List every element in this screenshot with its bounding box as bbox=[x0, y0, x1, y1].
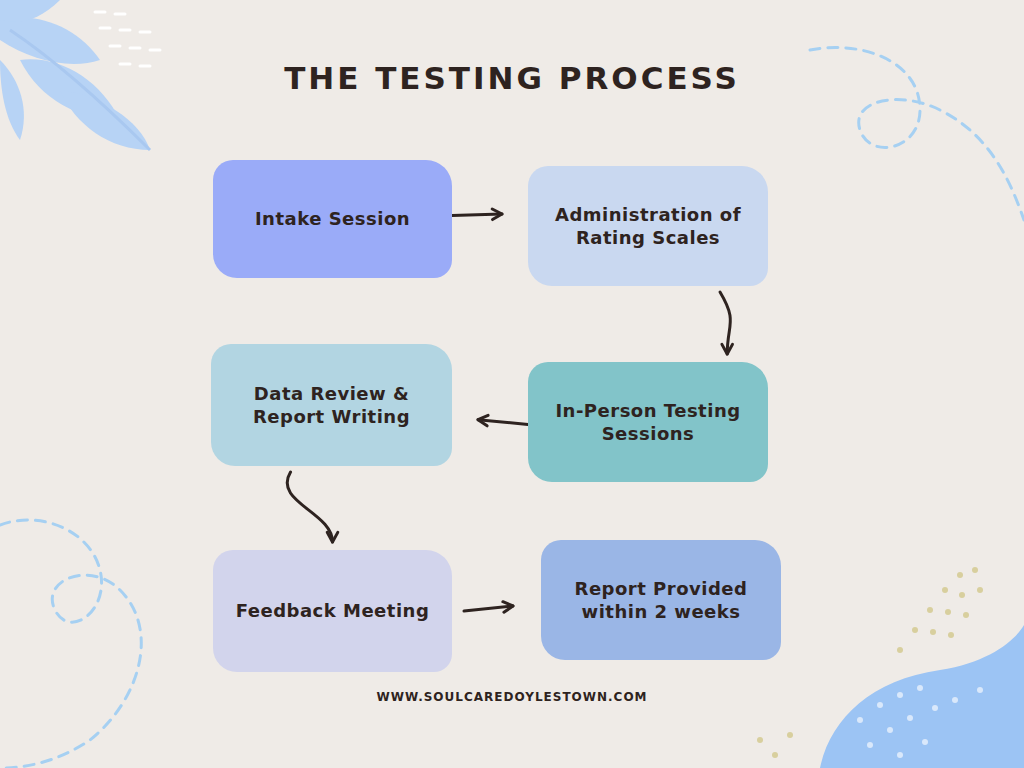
dash-marks bbox=[95, 12, 160, 66]
flow-arrow bbox=[720, 292, 732, 354]
corner-leaf bbox=[820, 625, 1024, 768]
leaf-sprig bbox=[0, 0, 150, 150]
step-label: Report Provided within 2 weeks bbox=[561, 577, 761, 624]
process-box: Intake Session bbox=[213, 160, 452, 278]
step-label: Intake Session bbox=[255, 207, 410, 230]
flow-arrow bbox=[287, 472, 338, 542]
arrow-head bbox=[503, 602, 513, 612]
process-box: Administration of Rating Scales bbox=[528, 166, 768, 286]
arrow-head bbox=[327, 532, 338, 542]
step-label: Feedback Meeting bbox=[236, 599, 430, 622]
arrow-head bbox=[492, 209, 502, 220]
flow-arrow bbox=[452, 209, 502, 220]
step-label: Administration of Rating Scales bbox=[548, 203, 748, 250]
flow-arrow bbox=[464, 602, 513, 612]
step-label: In-Person Testing Sessions bbox=[548, 399, 748, 446]
dashed-swirl bbox=[0, 48, 1024, 768]
arrow-line bbox=[452, 214, 502, 215]
flow-arrow bbox=[478, 415, 528, 425]
diagram-title: THE TESTING PROCESS bbox=[0, 60, 1024, 96]
arrow-line bbox=[287, 472, 332, 542]
process-box: Report Provided within 2 weeks bbox=[541, 540, 781, 660]
process-box: In-Person Testing Sessions bbox=[528, 362, 768, 482]
arrow-head bbox=[722, 344, 733, 354]
website-url: WWW.SOULCAREDOYLESTOWN.COM bbox=[0, 690, 1024, 704]
arrow-head bbox=[478, 415, 488, 425]
step-label: Data Review & Report Writing bbox=[231, 382, 432, 429]
process-box: Feedback Meeting bbox=[213, 550, 452, 672]
process-box: Data Review & Report Writing bbox=[211, 344, 452, 466]
